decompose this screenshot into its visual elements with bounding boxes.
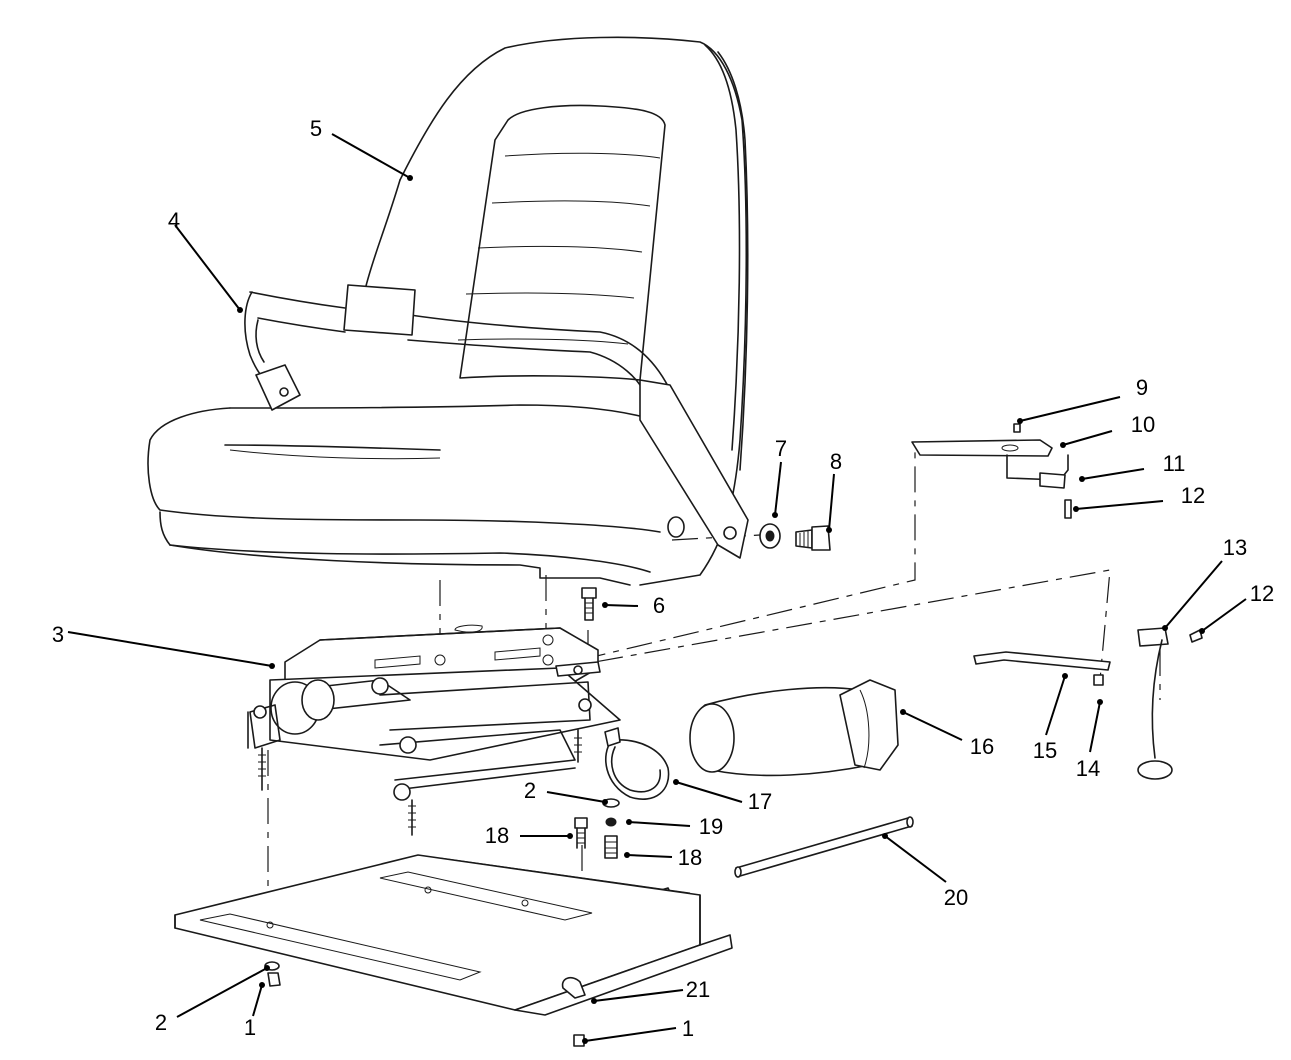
leader-dots [237,175,1205,1044]
callout-4: 4 [168,208,180,233]
seat-belt [244,284,749,559]
callout-labels: 5 4 3 6 7 8 9 10 11 12 13 12 15 14 16 17… [52,116,1274,1041]
seat [147,36,749,586]
callout-18-right: 18 [678,845,702,870]
callout-14: 14 [1076,756,1100,781]
callout-17: 17 [748,789,772,814]
callout-1-base: 1 [244,1015,256,1040]
callout-12-lower: 12 [1250,581,1274,606]
callout-3: 3 [52,622,64,647]
callout-9: 9 [1136,375,1148,400]
callout-12-upper: 12 [1181,483,1205,508]
callout-6: 6 [653,593,665,618]
strap [604,727,670,800]
callout-8: 8 [830,449,842,474]
callout-19: 19 [699,814,723,839]
callout-7: 7 [775,436,787,461]
switch-assembly [973,627,1203,780]
washer-and-bolt [759,523,831,551]
callout-2-center: 2 [524,778,536,803]
callout-16: 16 [970,734,994,759]
callout-15: 15 [1033,738,1057,763]
callout-13: 13 [1223,535,1247,560]
callout-11: 11 [1163,451,1186,476]
hardware-stack-center [574,798,620,859]
bolt-6 [581,587,597,621]
callout-18-left: 18 [485,823,509,848]
callout-5: 5 [310,116,322,141]
base-plate [174,854,733,1016]
damper-boot [689,679,899,777]
callout-20: 20 [944,885,968,910]
callout-10: 10 [1131,412,1155,437]
base-hardware [264,961,586,1047]
mounting-bracket [911,423,1072,519]
seat-suspension [247,624,621,836]
callout-21: 21 [686,977,710,1002]
callout-2-base: 2 [155,1010,167,1035]
leader-lines [67,133,1247,1042]
callout-1-lower: 1 [682,1016,694,1041]
